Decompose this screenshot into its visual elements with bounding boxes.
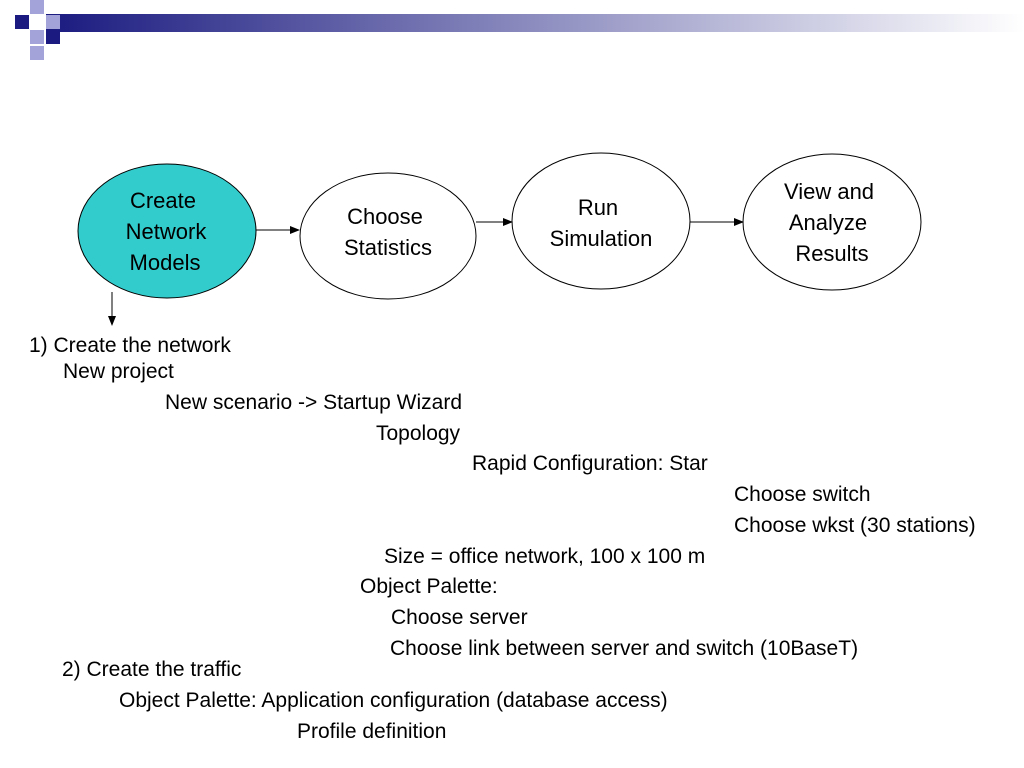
banner-square [15, 15, 29, 29]
step-line: Size = office network, 100 x 100 m [384, 545, 706, 568]
node-label: Run [578, 195, 618, 220]
node-shape [77, 163, 257, 299]
step-line: New project [63, 360, 174, 383]
node-label: Results [795, 241, 868, 266]
node-label: Statistics [344, 235, 432, 260]
node-label: Models [130, 250, 201, 275]
process-flow-diagram: Create Network Models Choose Statistics … [77, 152, 922, 326]
banner-square [46, 30, 60, 44]
step-line: Choose switch [734, 483, 871, 506]
node-label: Network [126, 219, 208, 244]
banner-square [30, 46, 44, 60]
title-banner [15, 0, 1024, 60]
node-run-simulation: Run Simulation [511, 152, 691, 290]
node-label: View and [784, 179, 874, 204]
step-line: Profile definition [297, 720, 447, 743]
step-line: Choose server [391, 606, 528, 629]
step-line: Object Palette: [360, 575, 498, 598]
step-line: Rapid Configuration: Star [472, 452, 708, 475]
banner-square [46, 15, 60, 29]
node-label: Choose [347, 204, 423, 229]
banner-square [30, 0, 44, 14]
step-line: New scenario -> Startup Wizard [165, 391, 463, 414]
node-view-analyze-results: View and Analyze Results [742, 153, 922, 291]
step-line: Object Palette: Application configuratio… [119, 689, 668, 712]
node-label: Simulation [550, 226, 653, 251]
step-2-heading: 2) Create the traffic [62, 658, 242, 681]
step-line: Topology [376, 422, 461, 445]
node-choose-statistics: Choose Statistics [299, 172, 477, 300]
node-shape [511, 152, 691, 290]
node-create-network-models: Create Network Models [77, 163, 257, 299]
node-shape [299, 172, 477, 300]
node-label: Create [130, 188, 196, 213]
step-1-heading: 1) Create the network [29, 334, 231, 357]
step-line: Choose link between server and switch (1… [390, 637, 859, 660]
banner-square [30, 30, 44, 44]
node-label: Analyze [789, 210, 867, 235]
banner-gradient-bar [46, 14, 1024, 32]
step-line: Choose wkst (30 stations) [734, 514, 976, 537]
